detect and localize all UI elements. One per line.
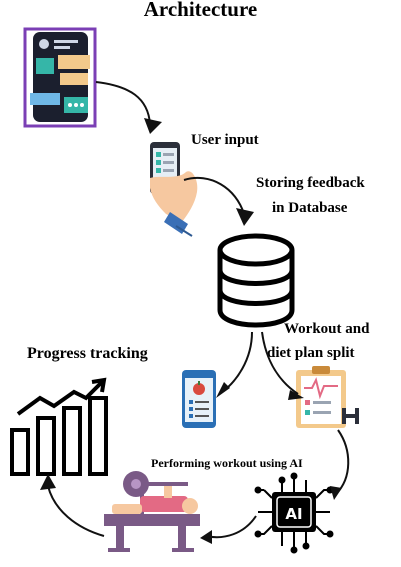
arrowhead-plan: [288, 390, 304, 400]
label-storing-feedback: Storing feedback: [256, 175, 365, 191]
arrow-bench-to-chart: [47, 485, 105, 537]
mobile-app-icon: [23, 27, 97, 128]
diagram-title: Architecture: [143, 0, 258, 21]
arrow-database-to-diet: [221, 331, 253, 393]
workout-plan-icon: [296, 366, 359, 428]
ai-chip-label: AI: [285, 505, 302, 523]
arrowheads: [40, 118, 342, 544]
hand-phone-icon: [150, 142, 198, 237]
label-progress-tracking: Progress tracking: [27, 345, 148, 362]
arrowhead-input: [144, 118, 162, 134]
arrow-input-to-database: [183, 176, 245, 215]
label-user-input: User input: [191, 132, 259, 148]
arrow-plan-to-ai: [335, 429, 350, 495]
label-diet-plan-split: diet plan split: [267, 345, 355, 361]
flow-arrows: [47, 81, 350, 539]
arrowhead-diet: [216, 382, 230, 398]
label-in-database: in Database: [272, 200, 348, 216]
database-icon: [217, 233, 295, 328]
label-performing-workout: Performing workout using AI: [151, 456, 303, 470]
growth-chart-icon: [10, 377, 108, 476]
arrowhead-ai: [330, 486, 342, 500]
arrow-app-to-input: [95, 81, 151, 125]
arrow-database-to-plan: [261, 331, 299, 395]
arrow-ai-to-bench: [205, 515, 257, 539]
ai-chip-icon: [254, 472, 334, 554]
bench-press-icon: [104, 471, 200, 552]
diet-app-icon: [182, 370, 216, 428]
label-workout-and: Workout and: [284, 321, 370, 337]
arrowhead-chart: [40, 474, 56, 490]
arrowhead-database: [236, 208, 254, 226]
arrowhead-bench: [200, 530, 212, 544]
